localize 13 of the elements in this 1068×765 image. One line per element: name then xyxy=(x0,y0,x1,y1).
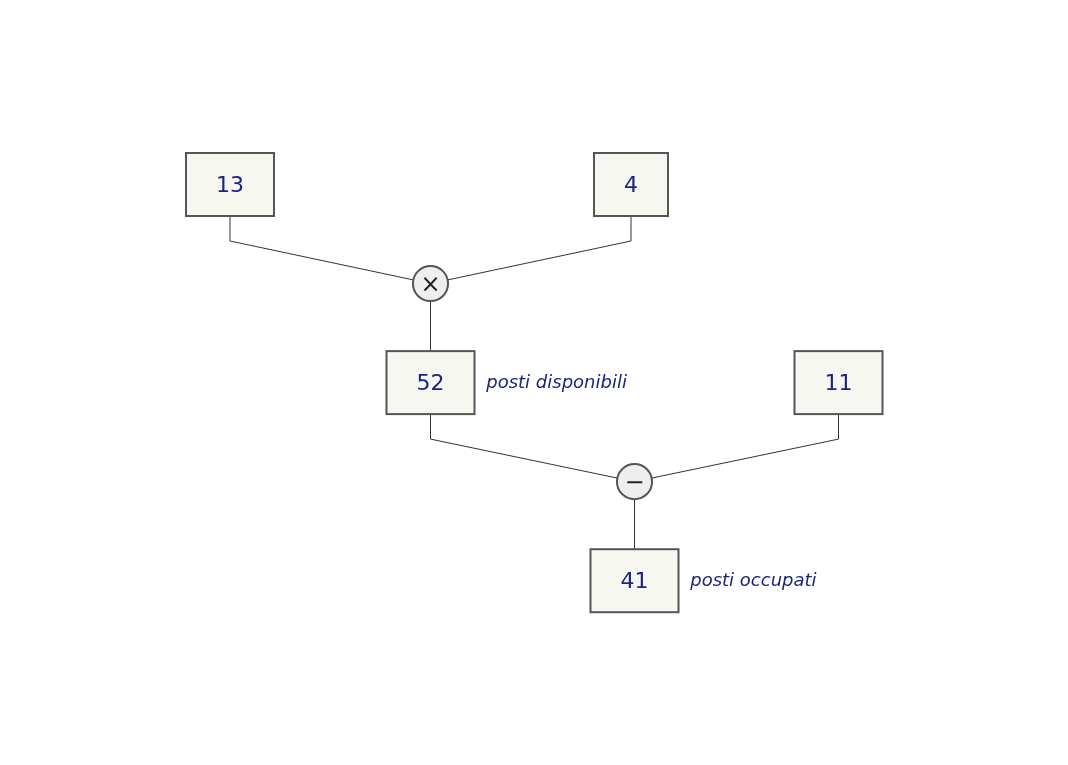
node-box: 11 xyxy=(793,350,884,415)
connector xyxy=(429,413,618,479)
node-circle: × xyxy=(411,264,449,302)
connector xyxy=(633,498,635,550)
connector xyxy=(229,215,414,281)
node-box: 13 xyxy=(184,151,275,217)
annotation-text: posti disponibili xyxy=(486,370,627,392)
node-box: 41 xyxy=(589,548,680,614)
connector xyxy=(429,300,431,352)
node-box: 52 xyxy=(385,350,476,415)
node-box: 4 xyxy=(592,151,669,217)
annotation-text: posti occupati xyxy=(690,568,817,590)
node-circle: − xyxy=(615,463,653,501)
